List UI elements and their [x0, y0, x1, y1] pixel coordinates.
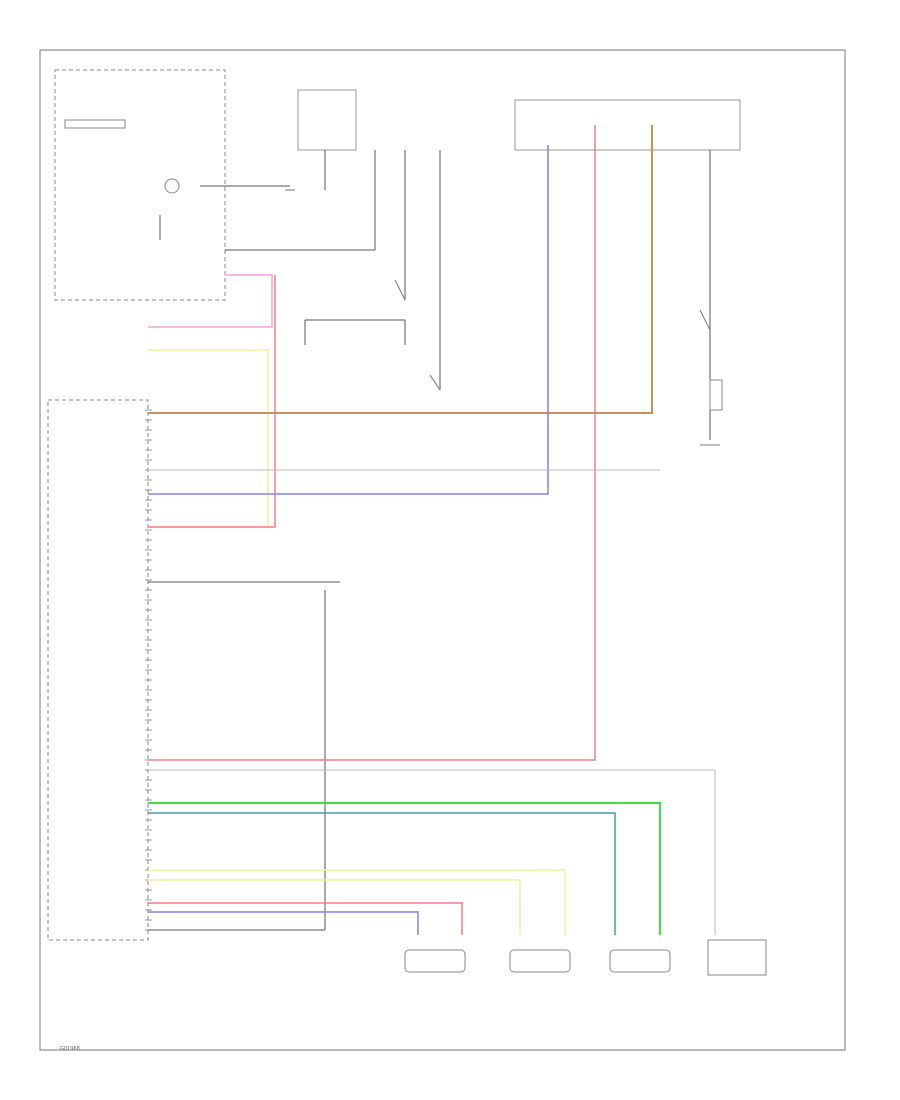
yellow-wire-2 [148, 869, 566, 935]
footer-code: G01968 [60, 1046, 80, 1052]
left-front-sensor [404, 949, 466, 973]
black-wires [148, 150, 711, 931]
brown-wire [148, 125, 653, 414]
switches [394, 279, 711, 391]
red-wire-2 [148, 125, 596, 761]
diagram-frame [39, 49, 846, 1051]
right-rear-sensor [707, 939, 767, 976]
red-wire-1 [148, 275, 276, 528]
brake-warning-indicator [164, 178, 180, 194]
ground-symbols [285, 189, 720, 446]
bcm-connector-pins [145, 409, 152, 931]
brake-lamp-switch [709, 379, 723, 411]
green-wire [148, 802, 661, 935]
yellow-wire [148, 349, 269, 528]
instrument-cluster-box [54, 69, 226, 301]
hot-in-run-fuse-block [297, 89, 357, 151]
blue-wire-2 [148, 911, 419, 935]
body-control-module-box [47, 399, 149, 941]
red-wire-3 [148, 902, 463, 935]
left-rear-sensor [609, 949, 671, 973]
pink-wire [148, 274, 273, 328]
wheel-speed-sensors [404, 939, 767, 976]
yellow-wire-3 [148, 879, 521, 935]
teal-wire [148, 812, 616, 935]
right-front-sensor [509, 949, 571, 973]
abs-warning-indicator [64, 119, 126, 129]
blue-wire [148, 145, 549, 495]
gray-wire-2 [148, 769, 716, 935]
underhood-fuse-block [514, 99, 741, 151]
